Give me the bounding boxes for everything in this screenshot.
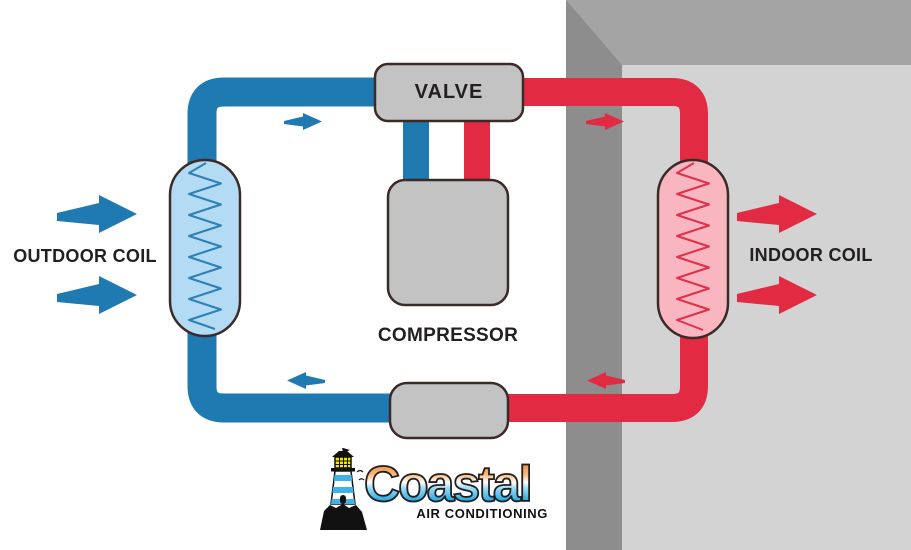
flow-arrow-top-cold-icon: [284, 113, 322, 130]
outdoor-coil-element-icon: [188, 162, 222, 330]
flow-arrow-top-hot-icon: [586, 113, 624, 130]
wall-ceiling-section: [566, 0, 911, 65]
compressor-box: [386, 178, 510, 307]
logo-brand-text: Coastal: [363, 456, 533, 512]
expansion-device-box: [388, 381, 510, 440]
indoor-coil-capsule: [656, 158, 730, 340]
compressor-label: COMPRESSOR: [377, 325, 519, 346]
indoor-coil-element-icon: [676, 162, 710, 331]
flow-arrow-bottom-cold-icon: [287, 372, 325, 389]
outdoor-coil-capsule: [168, 158, 242, 338]
indoor-airflow-arrow-bottom-icon: [737, 276, 817, 314]
outdoor-airflow-arrow-bottom-icon: [57, 276, 137, 314]
logo-tagline-text: AIR CONDITIONING: [416, 506, 548, 521]
indoor-coil-label: INDOOR COIL: [749, 245, 873, 265]
reversing-valve-box: [373, 62, 525, 123]
outdoor-coil-label: OUTDOOR COIL: [13, 246, 157, 266]
outdoor-airflow-arrow-top-icon: [57, 195, 137, 233]
company-logo: Coastal AIR CONDITIONING: [318, 446, 558, 532]
lighthouse-icon: [320, 448, 367, 530]
indoor-airflow-arrow-top-icon: [737, 195, 817, 233]
valve-label: VALVE: [414, 81, 484, 103]
flow-arrow-bottom-hot-icon: [587, 372, 625, 389]
